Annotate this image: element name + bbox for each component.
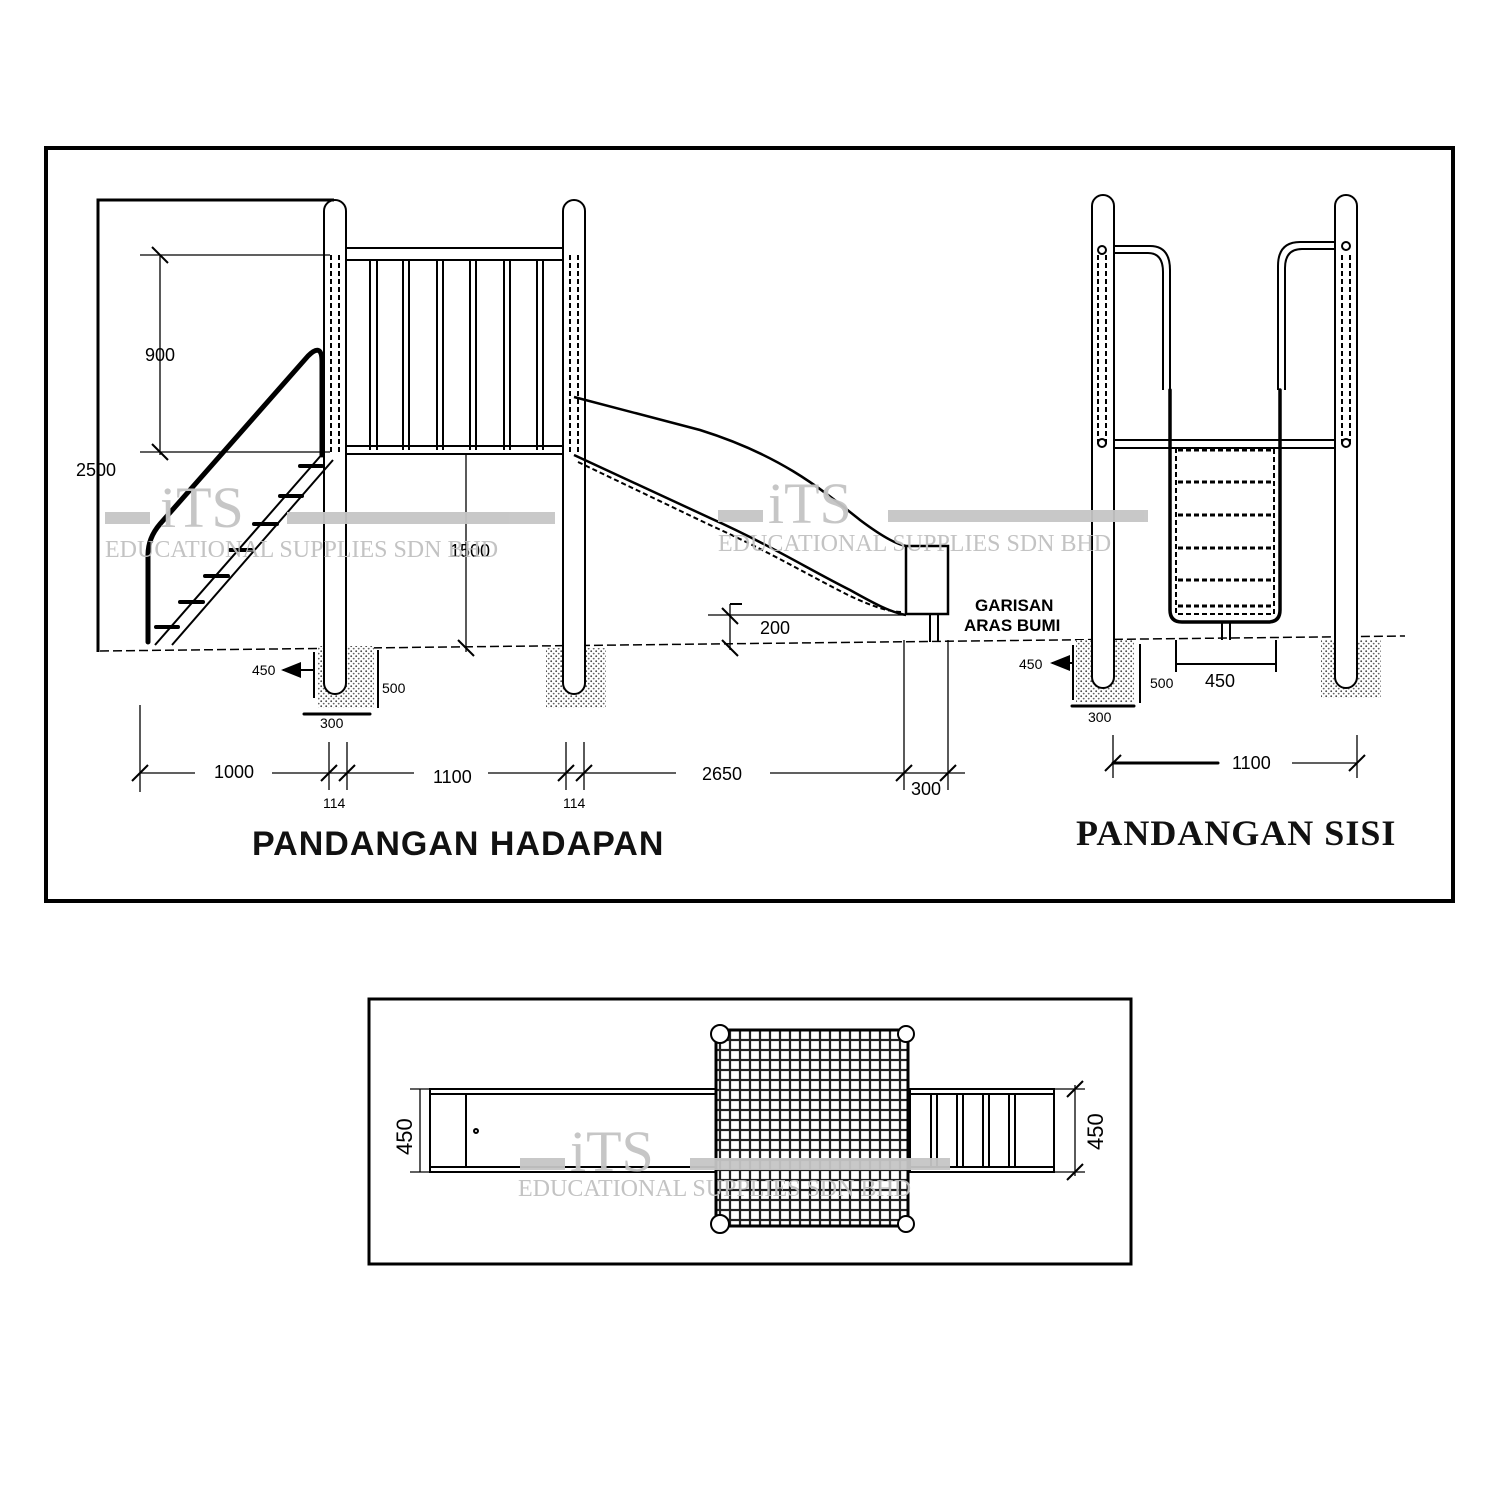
post-mid (562, 199, 586, 695)
svg-text:iTS: iTS (768, 471, 852, 536)
side-ladder (1168, 388, 1282, 640)
dim-1000: 1000 (214, 762, 254, 782)
side-dim-450-ladder: 450 (1205, 671, 1235, 691)
plan-dim-450-slide: 450 (392, 1118, 417, 1155)
side-dim-1100: 1100 (1232, 753, 1271, 773)
dim-200: 200 (760, 618, 790, 638)
dim-114-b: 114 (563, 795, 586, 811)
svg-text:iTS: iTS (570, 1119, 654, 1184)
svg-text:iTS: iTS (160, 475, 244, 540)
plan-view: 450 450 (392, 1024, 1108, 1234)
dim-footing-450: 450 (252, 662, 276, 678)
side-dim-450-footing: 450 (1019, 656, 1043, 672)
dim-2650: 2650 (702, 764, 742, 784)
front-view: 2500 900 1500 200 GARISAN ARAS BUMI 450 … (76, 198, 1406, 863)
dim-1100: 1100 (433, 767, 472, 787)
deck (345, 445, 564, 455)
watermark-1: iTS EDUCATIONAL SUPPLIES SDN BHD (105, 475, 555, 563)
side-dim-300: 300 (1088, 709, 1112, 725)
dim-300: 300 (911, 779, 941, 799)
side-view-title: PANDANGAN SISI (1076, 813, 1396, 853)
dim-footing-500: 500 (382, 680, 406, 696)
upper-frame (44, 146, 1455, 903)
ground-line (99, 635, 1406, 652)
watermark-3: iTS EDUCATIONAL SUPPLIES SDN BHD (518, 1119, 950, 1202)
lower-frame (367, 997, 1133, 1266)
dim-114-a: 114 (323, 795, 346, 811)
dim-900: 900 (145, 345, 175, 365)
side-post-right (1334, 194, 1358, 689)
watermark-2: iTS EDUCATIONAL SUPPLIES SDN BHD (718, 471, 1148, 557)
ground-label-line2: ARAS BUMI (964, 616, 1060, 635)
svg-text:EDUCATIONAL SUPPLIES SDN BHD: EDUCATIONAL SUPPLIES SDN BHD (518, 1176, 911, 1202)
post-left (323, 199, 347, 695)
side-post-left (1091, 194, 1115, 689)
plan-deck-mesh (714, 1028, 910, 1228)
ladder (145, 347, 334, 646)
svg-text:EDUCATIONAL SUPPLIES SDN BHD: EDUCATIONAL SUPPLIES SDN BHD (105, 537, 498, 563)
front-view-title: PANDANGAN HADAPAN (252, 825, 664, 863)
railing-panel (345, 247, 564, 450)
ground-label-line1: GARISAN (975, 596, 1053, 615)
dim-1500: 1500 (450, 541, 490, 561)
dim-footing-300: 300 (320, 715, 344, 731)
svg-text:EDUCATIONAL SUPPLIES SDN BHD: EDUCATIONAL SUPPLIES SDN BHD (718, 531, 1111, 557)
side-view: 450 500 300 450 1100 PANDANGAN SISI (1019, 194, 1396, 853)
plan-dim-450-ladder: 450 (1083, 1113, 1108, 1150)
dim-2500: 2500 (76, 460, 116, 480)
slide (573, 395, 950, 642)
side-dim-500: 500 (1150, 675, 1174, 691)
